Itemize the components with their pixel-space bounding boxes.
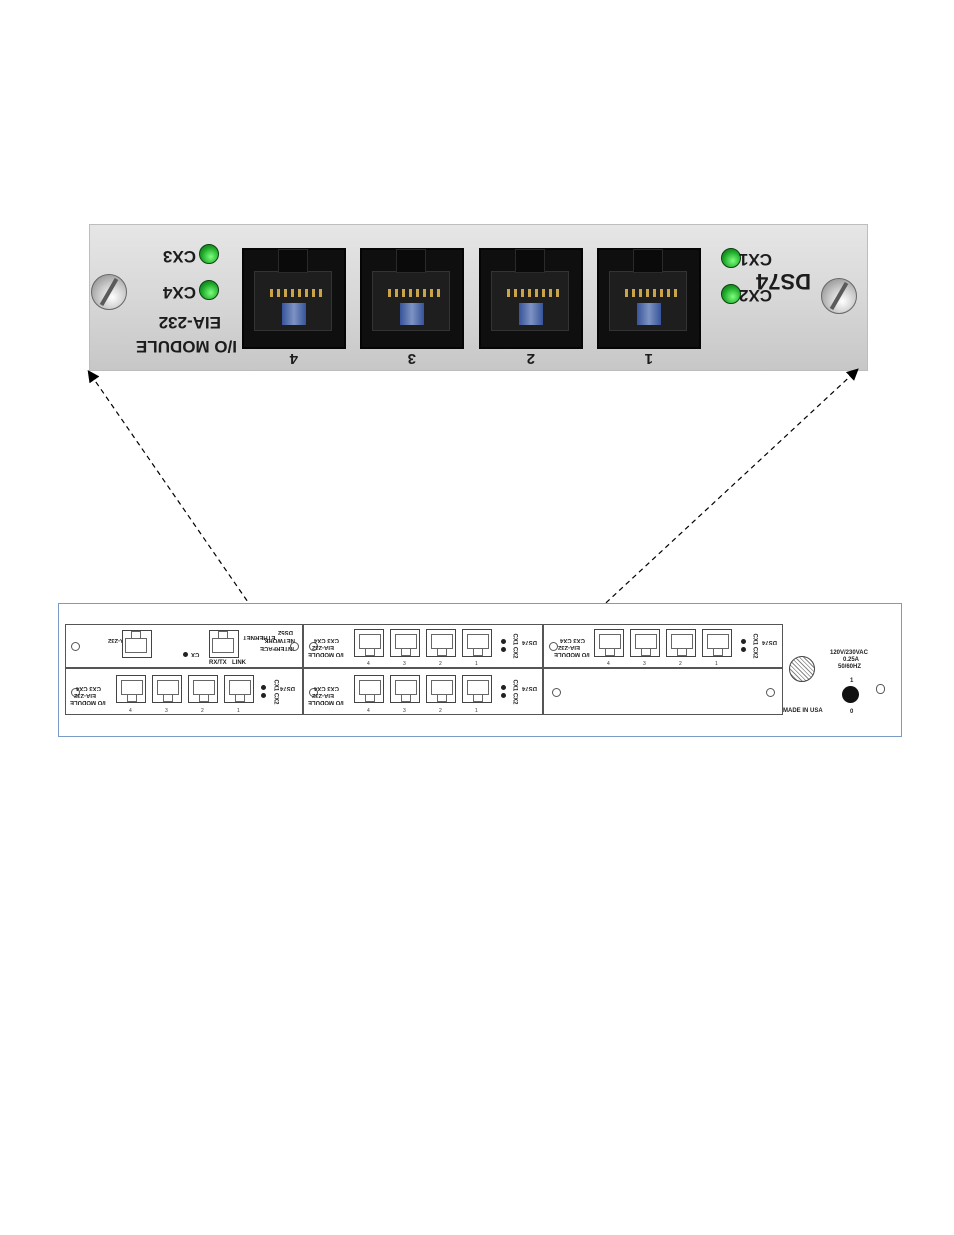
io-port-num: 3 bbox=[403, 661, 406, 667]
io-port-num: 3 bbox=[403, 708, 406, 714]
io-jack-4 bbox=[354, 675, 384, 703]
power-rating-line-2: 0.25A bbox=[843, 657, 860, 663]
io-port-num: 4 bbox=[367, 708, 370, 714]
power-switch-icon bbox=[842, 686, 859, 703]
io-jack-1 bbox=[702, 629, 732, 657]
io-led bbox=[741, 647, 746, 652]
io-model: DS74 bbox=[522, 639, 538, 645]
io-led bbox=[261, 693, 266, 698]
io-cx-a: CX1 CX2 bbox=[272, 679, 279, 705]
blank-screw-left bbox=[552, 688, 561, 697]
power-rating-line-1: 120V/230VAC bbox=[830, 650, 868, 656]
io-cx-b: CX3 CX4 bbox=[560, 637, 586, 643]
network-model: DS52 bbox=[278, 629, 294, 635]
io-cx-a: CX1 CX2 bbox=[511, 633, 518, 659]
ethernet-jack bbox=[209, 630, 239, 658]
io-led bbox=[741, 639, 746, 644]
io-led bbox=[501, 693, 506, 698]
slot-screw bbox=[290, 642, 299, 651]
io-jack-4 bbox=[354, 629, 384, 657]
io-type: I/O MODULE bbox=[554, 651, 590, 657]
io-name: EIA-232 bbox=[312, 644, 335, 650]
eia-232-jack bbox=[122, 630, 152, 658]
io-name: EIA-232 bbox=[312, 692, 335, 698]
io-port-num: 2 bbox=[201, 708, 204, 714]
io-model: DS74 bbox=[762, 639, 778, 645]
blank-screw-right bbox=[766, 688, 775, 697]
switch-off-label: 0 bbox=[850, 709, 854, 715]
slot-screw bbox=[549, 642, 558, 651]
rxtx-label: RX/TX bbox=[209, 660, 227, 666]
io-model: DS74 bbox=[280, 685, 296, 691]
blank-slot bbox=[543, 668, 783, 715]
io-model: DS74 bbox=[522, 685, 538, 691]
ds74-module-photo: DS74 CX1 CX2 1 2 3 4 CX3 CX4 EIA-232 I/O… bbox=[89, 224, 868, 371]
io-port-num: 4 bbox=[367, 661, 370, 667]
io-name: EIA-232 bbox=[74, 692, 97, 698]
io-port-num: 1 bbox=[715, 661, 718, 667]
network-name: NETWORK bbox=[264, 637, 295, 643]
io-jack-3 bbox=[390, 629, 420, 657]
link-label: LINK bbox=[232, 660, 246, 666]
cx-label: CX bbox=[191, 651, 200, 657]
io-slot-4: I/O MODULE EIA-232 CX3 CX4 4 3 2 1 CX1 C… bbox=[543, 624, 783, 668]
slot-screw bbox=[309, 642, 318, 651]
io-cx-a: CX1 CX2 bbox=[511, 679, 518, 705]
io-cx-b: CX3 CX4 bbox=[76, 685, 102, 691]
io-jack-2 bbox=[426, 629, 456, 657]
io-jack-2 bbox=[426, 675, 456, 703]
io-cx-a: CX1 CX2 bbox=[751, 633, 758, 659]
io-jack-4 bbox=[594, 629, 624, 657]
io-led bbox=[501, 647, 506, 652]
io-slot-3: I/O MODULE EIA-232 CX3 CX4 4 3 2 1 CX1 C… bbox=[303, 668, 543, 715]
rear-panel-diagram: EIA-232 CX ETHERNET RX/TX LINK DS52 NETW… bbox=[58, 603, 902, 737]
io-port-num: 2 bbox=[679, 661, 682, 667]
io-jack-1 bbox=[224, 675, 254, 703]
io-slot-1: I/O MODULE EIA-232 CX3 CX4 4 3 2 1 CX1 C… bbox=[65, 668, 303, 715]
io-jack-2 bbox=[666, 629, 696, 657]
io-jack-4 bbox=[116, 675, 146, 703]
io-port-num: 3 bbox=[643, 661, 646, 667]
io-jack-1 bbox=[462, 675, 492, 703]
io-port-num: 3 bbox=[165, 708, 168, 714]
io-cx-b: CX3 CX4 bbox=[314, 685, 340, 691]
io-port-num: 4 bbox=[129, 708, 132, 714]
io-jack-3 bbox=[152, 675, 182, 703]
io-led bbox=[501, 685, 506, 690]
io-port-num: 2 bbox=[439, 708, 442, 714]
io-jack-1 bbox=[462, 629, 492, 657]
slot-screw bbox=[71, 688, 80, 697]
io-port-num: 4 bbox=[607, 661, 610, 667]
io-port-num: 1 bbox=[475, 661, 478, 667]
fan-icon bbox=[789, 656, 815, 682]
io-jack-3 bbox=[630, 629, 660, 657]
io-type: I/O MODULE bbox=[70, 699, 106, 705]
io-led bbox=[501, 639, 506, 644]
slot-screw bbox=[71, 642, 80, 651]
network-type: INTERFACE bbox=[260, 645, 295, 651]
io-port-num: 1 bbox=[475, 708, 478, 714]
io-slot-2: I/O MODULE EIA-232 CX3 CX4 4 3 2 1 CX1 C… bbox=[303, 624, 543, 668]
io-cx-b: CX3 CX4 bbox=[314, 637, 340, 643]
io-jack-3 bbox=[390, 675, 420, 703]
ground-lug-icon bbox=[876, 684, 885, 694]
io-type: I/O MODULE bbox=[308, 651, 344, 657]
network-interface-slot: EIA-232 CX ETHERNET RX/TX LINK DS52 NETW… bbox=[65, 624, 303, 668]
power-rating-line-3: 50/60HZ bbox=[838, 664, 862, 670]
made-in-usa-label: MADE IN USA bbox=[783, 708, 823, 714]
io-port-num: 1 bbox=[237, 708, 240, 714]
slot-screw bbox=[309, 688, 318, 697]
io-name: EIA-232 bbox=[558, 644, 581, 650]
io-led bbox=[261, 685, 266, 690]
switch-on-label: 1 bbox=[850, 678, 854, 684]
io-type: I/O MODULE bbox=[308, 699, 344, 705]
io-port-num: 2 bbox=[439, 661, 442, 667]
cx-led bbox=[183, 652, 188, 657]
io-jack-2 bbox=[188, 675, 218, 703]
